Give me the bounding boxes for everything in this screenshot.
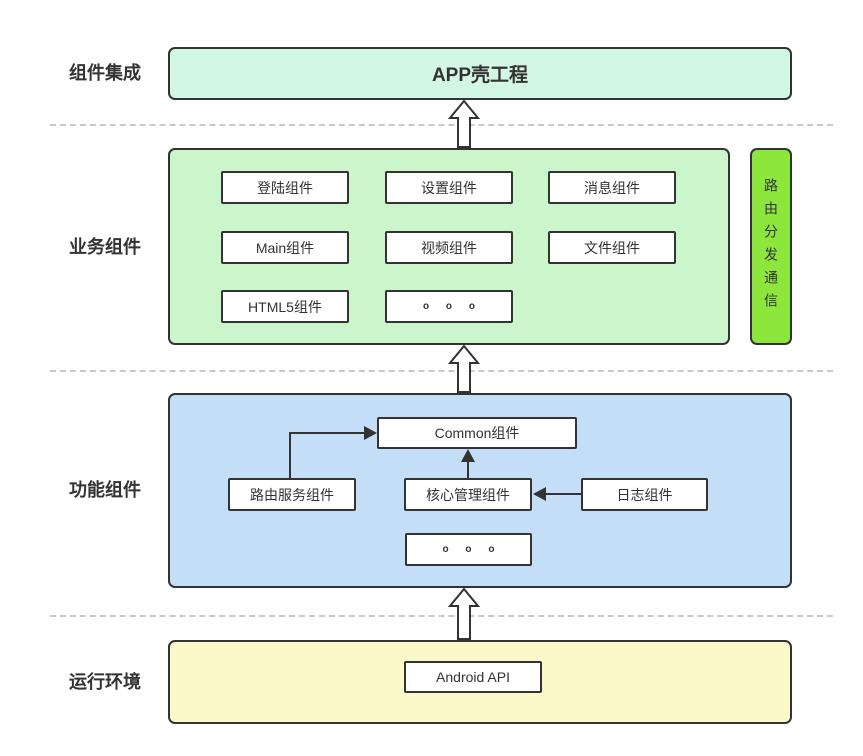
- layer-label-integration: 组件集成: [69, 63, 141, 83]
- layer-label-functional: 功能组件: [69, 480, 141, 500]
- component-box-main: Main组件: [221, 231, 349, 264]
- component-box-video: 视频组件: [385, 231, 513, 264]
- component-box-common: Common组件: [377, 417, 577, 449]
- component-box-more-functional: o o o: [405, 533, 532, 566]
- component-box-settings: 设置组件: [385, 171, 513, 204]
- app-shell-box: APP壳工程: [168, 47, 792, 100]
- component-box-core-manage: 核心管理组件: [404, 478, 532, 511]
- component-box-more-business: o o o: [385, 290, 513, 323]
- up-arrow-functional-to-business: [447, 344, 481, 393]
- dashed-divider-3: [50, 615, 833, 617]
- layer-label-business: 业务组件: [69, 237, 141, 257]
- component-box-router-service: 路由服务组件: [228, 478, 356, 511]
- component-box-file: 文件组件: [548, 231, 676, 264]
- component-box-message: 消息组件: [548, 171, 676, 204]
- component-box-android-api: Android API: [404, 661, 542, 693]
- route-dispatch-bar: 路由分发通信: [750, 148, 792, 345]
- component-box-html5: HTML5组件: [221, 290, 349, 323]
- dashed-divider-2: [50, 370, 833, 372]
- component-box-login: 登陆组件: [221, 171, 349, 204]
- dashed-divider-1: [50, 124, 833, 126]
- layer-label-runtime: 运行环境: [69, 672, 141, 692]
- component-box-log: 日志组件: [581, 478, 708, 511]
- up-arrow-runtime-to-functional: [447, 587, 481, 640]
